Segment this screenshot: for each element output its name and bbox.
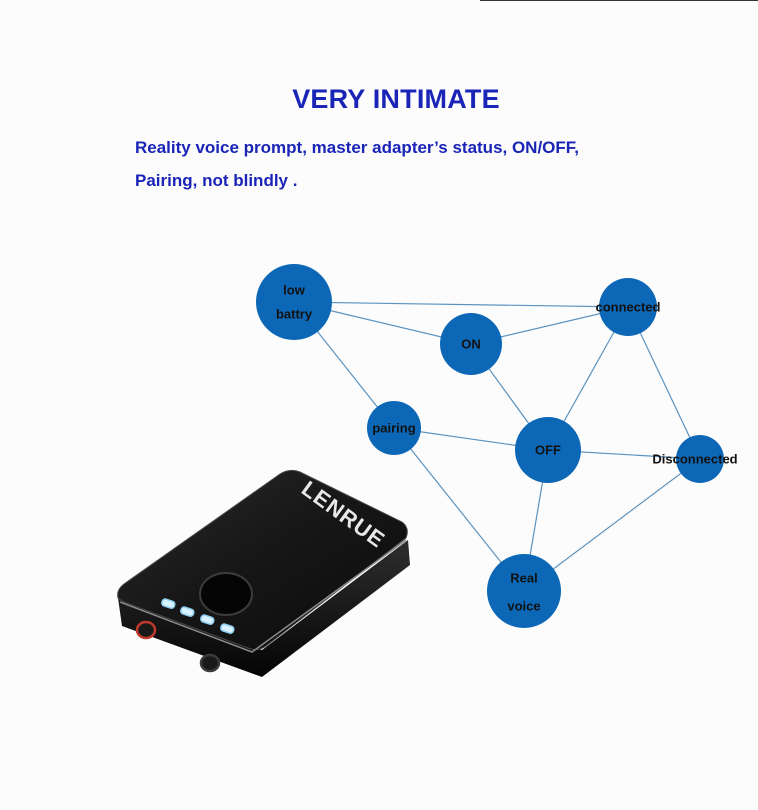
led-4	[220, 623, 235, 634]
node-pairing: pairing	[367, 401, 421, 455]
node-circle-off	[515, 417, 581, 483]
node-disconnected: Disconnected	[652, 435, 738, 483]
node-label-real-voice-1: Real	[510, 570, 537, 585]
node-low-battry: low battry	[256, 264, 332, 340]
device-side	[118, 540, 410, 677]
node-on: ON	[440, 313, 502, 375]
device-top	[117, 469, 408, 651]
headline: VERY INTIMATE	[292, 84, 500, 114]
node-circle-on	[440, 313, 502, 375]
node-label-off: OFF	[535, 443, 561, 458]
node-label-disconnected: Disconnected	[652, 451, 737, 466]
node-off: OFF	[515, 417, 581, 483]
description-line-1: Reality voice prompt, master adapter’s s…	[135, 138, 580, 157]
node-label-low-battry-1: low	[283, 283, 306, 298]
edge-low-battry-connected	[293, 301, 629, 308]
node-label-pairing: pairing	[372, 421, 415, 436]
led-indicators	[161, 598, 235, 634]
power-button	[199, 572, 253, 616]
led-1	[161, 598, 176, 609]
node-circle-connected	[599, 278, 657, 336]
node-circle-low-battry	[256, 264, 332, 340]
node-connected: connected	[595, 278, 661, 336]
node-label-on: ON	[461, 337, 481, 352]
node-label-low-battry-2: battry	[276, 307, 313, 322]
node-label-real-voice-2: voice	[507, 598, 540, 613]
led-3	[200, 614, 215, 625]
node-circle-disconnected	[676, 435, 724, 483]
node-label-connected: connected	[595, 299, 660, 314]
description-line-2: Pairing, not blindly .	[135, 171, 298, 190]
audio-port	[199, 653, 221, 673]
top-divider	[480, 0, 758, 1]
node-real-voice: Real voice	[487, 554, 561, 628]
node-circle-real-voice	[487, 554, 561, 628]
node-circle-pairing	[367, 401, 421, 455]
led-2	[180, 606, 195, 617]
device-edge	[119, 539, 407, 653]
audio-port-red	[135, 620, 157, 640]
